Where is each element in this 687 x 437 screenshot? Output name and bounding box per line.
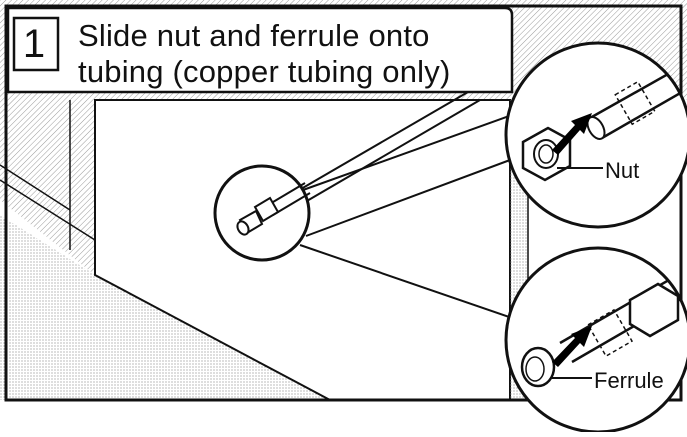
- title-box: [6, 6, 514, 94]
- floor-texture: [0, 215, 330, 400]
- ferrule-label: Ferrule: [592, 368, 666, 394]
- nut-label: Nut: [603, 158, 642, 184]
- tubing: [281, 91, 481, 213]
- detail-circle-ferrule: [504, 246, 687, 434]
- step-title-line-2: tubing (copper tubing only): [78, 54, 451, 89]
- arrow-icon: [552, 326, 592, 367]
- step-number: 1: [22, 22, 46, 66]
- left-wall-hatch: [0, 100, 95, 275]
- fitting-nut-small: [253, 196, 280, 223]
- arrow-icon: [552, 113, 592, 155]
- detail-circle-small: [213, 164, 311, 262]
- outer-frame: [4, 4, 683, 402]
- step-number-box: [12, 16, 60, 72]
- step-title-line-1: Slide nut and ferrule onto: [78, 18, 430, 53]
- leader-lines: [299, 114, 513, 319]
- panel-edge-line: [0, 164, 71, 211]
- panel-edge-line: [0, 179, 96, 241]
- detail-circle-nut: [504, 41, 687, 229]
- step-header: 1 Slide nut and ferrule onto tubing (cop…: [0, 0, 510, 100]
